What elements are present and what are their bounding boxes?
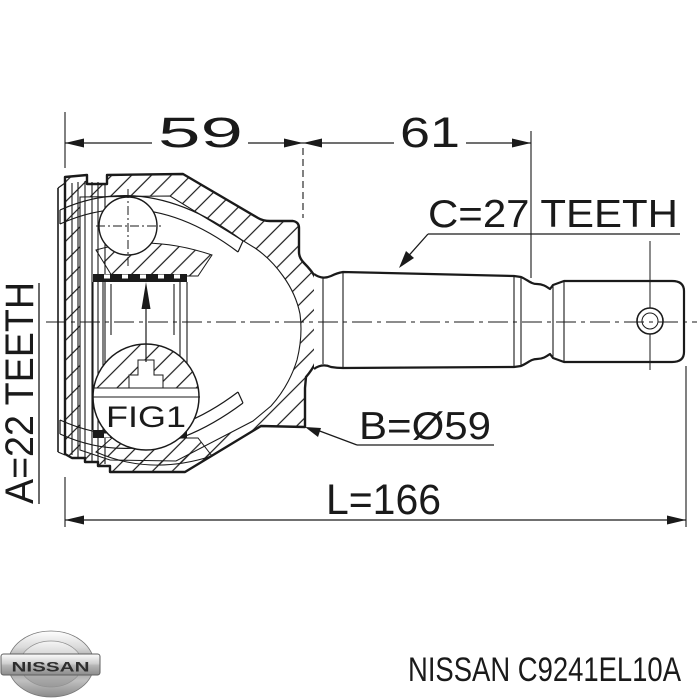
- part-number-text: NISSAN C9241EL10A: [408, 651, 681, 689]
- diameter-b-label: B=Ø59: [359, 405, 491, 448]
- nissan-logo: NISSAN: [0, 630, 101, 698]
- nissan-logo-text: NISSAN: [12, 660, 90, 675]
- ball-centerlines: [96, 189, 162, 266]
- dim-59-label: 59: [158, 109, 243, 157]
- retaining-hole: [636, 241, 664, 370]
- length-l-label: L=166: [326, 476, 441, 524]
- dim-61-label: 61: [400, 109, 460, 157]
- dimensions: [38, 112, 687, 527]
- fig1-leader-arrow: [141, 282, 151, 362]
- dimension-arrowheads: [65, 138, 686, 525]
- inner-spline-teeth-label: A=22 TEETH: [0, 282, 42, 504]
- outer-spline-teeth-label: C=27 TEETH: [428, 193, 678, 236]
- fig1-label: FIG1: [106, 401, 186, 434]
